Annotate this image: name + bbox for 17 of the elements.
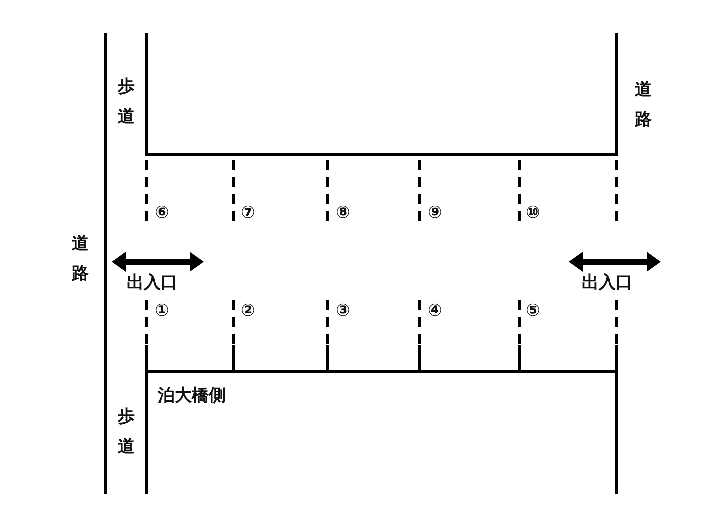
entrance-label: 出入口 — [582, 273, 633, 294]
space-number: ⑤ — [526, 301, 540, 322]
space-number: ② — [241, 301, 256, 322]
road-label: 道路 — [635, 79, 652, 132]
space-number: ⑧ — [336, 203, 350, 224]
space-number: ⑥ — [155, 203, 170, 224]
sidewalk-label: 歩道 — [118, 406, 135, 459]
entrance-label: 出入口 — [127, 273, 178, 294]
space-number: ④ — [428, 301, 442, 322]
space-number: ⑨ — [428, 203, 442, 224]
space-number: ⑩ — [526, 203, 540, 224]
space-number: ① — [155, 301, 170, 322]
space-number: ⑦ — [241, 203, 256, 224]
side-label: 泊大橋側 — [158, 386, 226, 406]
sidewalk-label: 歩道 — [118, 76, 135, 129]
space-number: ③ — [336, 301, 350, 322]
road-label: 道路 — [72, 233, 89, 286]
